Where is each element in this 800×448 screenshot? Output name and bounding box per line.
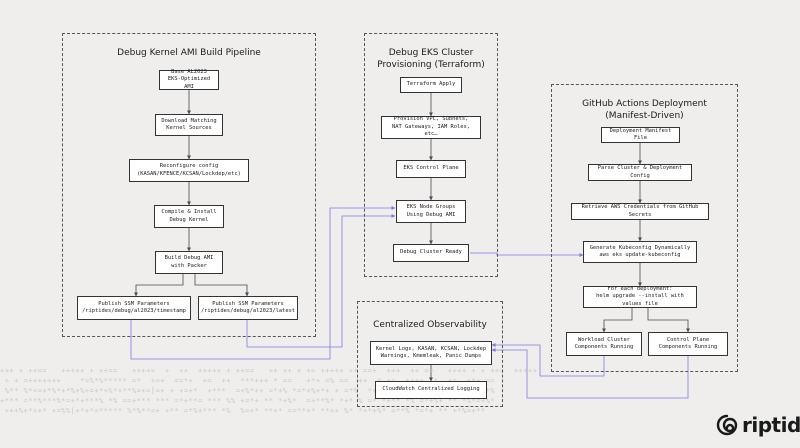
retrieve-credentials-node: Retrieve AWS Credentials from GitHub Sec… (571, 203, 709, 220)
eks-node-groups-node: EKS Node Groups Using Debug AMI (396, 200, 466, 223)
connector-workload-to-logs (491, 343, 605, 377)
connector-latest-to-node-groups (246, 214, 396, 348)
reconfigure-config-node: Reconfigure config (KASAN/KFENCE/KCSAN/L… (129, 159, 249, 182)
spiral-logo-icon (716, 414, 738, 436)
terraform-apply-node: Terraform Apply (400, 77, 462, 93)
observability-group: Centralized Observability (357, 301, 503, 407)
arrow-build-to-publish-latest (194, 274, 249, 297)
kernel-logs-node: Kernel Logs, KASAN, KCSAN, Lockdep Warni… (370, 341, 492, 365)
build-debug-ami-node: Build Debug AMI with Packer (155, 251, 223, 274)
debug-cluster-ready-node: Debug Cluster Ready (393, 244, 469, 262)
connector-control-plane-to-logs (491, 348, 689, 399)
workload-cluster-components-node: Workload Cluster Components Running (566, 332, 642, 356)
ami-build-pipeline-title: Debug Kernel AMI Build Pipeline (117, 48, 261, 58)
observability-title: Centralized Observability (373, 320, 487, 330)
parse-config-node: Parse Cluster & Deployment Config (588, 164, 692, 181)
riptides-logo: riptides (716, 413, 800, 437)
github-actions-title: GitHub Actions Deployment (Manifest-Driv… (582, 99, 707, 121)
publish-ssm-timestamp-node: Publish SSM Parameters /riptides/debug/a… (77, 296, 191, 320)
cloudwatch-logging-node: CloudWatch Centralized Logging (375, 381, 487, 399)
control-plane-components-node: Control Plane Components Running (648, 332, 728, 356)
ami-build-pipeline-group: Debug Kernel AMI Build Pipeline (62, 33, 316, 337)
generate-kubeconfig-node: Generate Kubeconfig Dynamically aws eks … (583, 241, 697, 263)
logo-wordmark: riptides (742, 413, 800, 437)
provision-vpc-node: Provision VPC, Subnets, NAT Gateways, IA… (381, 116, 481, 139)
helm-upgrade-node: For each deployment: helm upgrade --inst… (583, 286, 697, 308)
compile-install-kernel-node: Compile & Install Debug Kernel (154, 205, 224, 228)
arrow-build-to-publish-timestamp (134, 274, 184, 297)
arrow-helm-to-workload (602, 308, 633, 333)
github-actions-group: GitHub Actions Deployment (Manifest-Driv… (551, 84, 738, 372)
deployment-manifest-node: Deployment Manifest File (601, 127, 680, 143)
eks-provisioning-title: Debug EKS Cluster Provisioning (Terrafor… (377, 48, 485, 70)
base-ami-node: Base AL2023 EKS-Optimized AMI (159, 69, 219, 90)
eks-control-plane-node: EKS Control Plane (396, 160, 466, 178)
arrow-helm-to-control-plane (647, 308, 690, 333)
publish-ssm-latest-node: Publish SSM Parameters /riptides/debug/a… (198, 296, 298, 320)
eks-provisioning-group: Debug EKS Cluster Provisioning (Terrafor… (364, 33, 498, 277)
download-kernel-sources-node: Download Matching Kernel Sources (155, 114, 223, 136)
connector-timestamp-to-node-groups (130, 206, 396, 360)
